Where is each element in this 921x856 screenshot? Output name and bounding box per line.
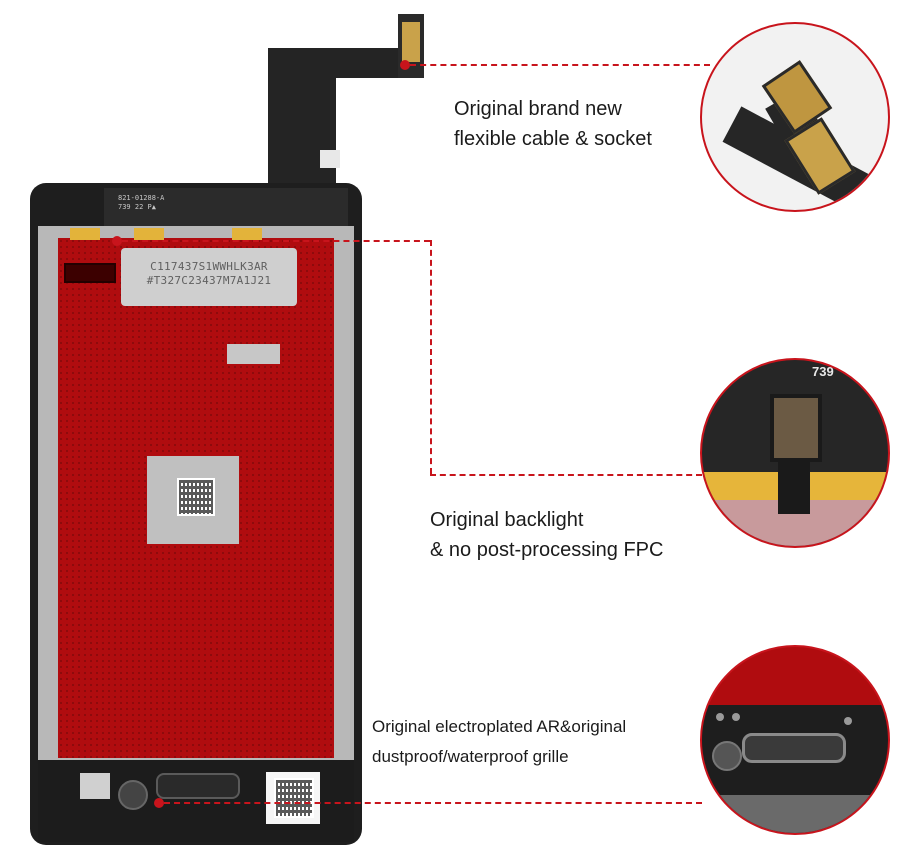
earpiece-grille <box>156 773 240 799</box>
cable-qr-tag <box>320 150 340 168</box>
callout-line-3 <box>164 802 702 804</box>
callout-3-line2: dustproof/waterproof grille <box>372 747 569 766</box>
callout-dot-icon <box>400 60 410 70</box>
backlight-tab-1 <box>70 228 100 240</box>
serial-line-1: C117437S1WWHLK3AR <box>150 260 268 273</box>
zoom-circle-backlight: 739 <box>700 358 890 548</box>
cable-print-line2: 739 22 P▲ <box>118 203 156 211</box>
callout-1-line2: flexible cable & socket <box>454 128 652 150</box>
callout-caption-2: Original backlight & no post-processing … <box>430 505 663 565</box>
backlight-tab-2 <box>134 228 164 240</box>
callout-2-line1: Original backlight <box>430 509 584 531</box>
callout-line-2b <box>430 240 432 474</box>
callout-3-line1: Original electroplated AR&original <box>372 717 627 736</box>
serial-sticker: C117437S1WWHLK3AR #T327C23437M7A1J21 <box>121 248 297 306</box>
callout-2-line2: & no post-processing FPC <box>430 539 664 561</box>
metal-patch <box>227 344 280 364</box>
zoom-circle-grille <box>700 645 890 835</box>
adhesive-pad <box>64 263 116 283</box>
cable-print-line1: 821-01288-A <box>118 194 165 202</box>
qr-code-icon <box>274 778 314 818</box>
zoom-2-number: 739 <box>812 364 834 379</box>
flex-cable-connector <box>402 22 420 62</box>
callout-caption-1: Original brand new flexible cable & sock… <box>454 94 652 154</box>
callout-dot-icon <box>112 236 122 246</box>
bottom-small-label <box>80 773 110 799</box>
serial-line-2: #T327C23437M7A1J21 <box>146 274 272 287</box>
callout-line-1 <box>410 64 710 66</box>
zoom-circle-flex-cable <box>700 22 890 212</box>
callout-line-2a <box>122 240 430 242</box>
cable-print: 821-01288-A 739 22 P▲ <box>118 194 164 212</box>
flex-cable-base <box>104 188 348 228</box>
callout-caption-3: Original electroplated AR&original dustp… <box>372 712 626 772</box>
callout-1-line1: Original brand new <box>454 98 622 120</box>
callout-line-2c <box>430 474 702 476</box>
callout-dot-icon <box>154 798 164 808</box>
flex-cable-horizontal <box>268 48 418 78</box>
qr-code-icon <box>177 478 215 516</box>
bottom-qr-sticker <box>266 772 320 824</box>
backlight-tab-3 <box>232 228 262 240</box>
bottom-sensor <box>118 780 148 810</box>
